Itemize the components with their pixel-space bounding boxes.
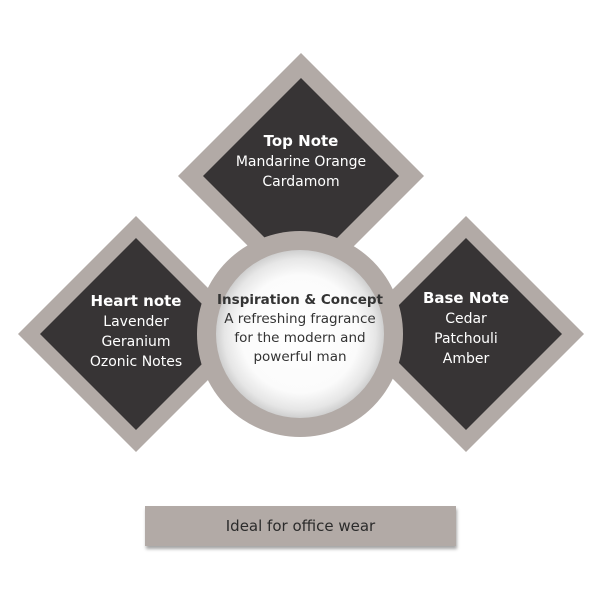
base-note-ingredient: Patchouli <box>434 331 498 347</box>
base-note: Base Note Cedar Patchouli Amber <box>381 287 551 369</box>
heart-note-ingredient: Geranium <box>101 334 171 350</box>
top-note-ingredient: Mandarine Orange <box>235 154 367 170</box>
base-note-diamond <box>348 216 584 452</box>
heart-note-ingredient: Lavender <box>103 314 169 330</box>
concept-description-line: powerful man <box>253 349 347 365</box>
concept-description-line: A refreshing fragrance <box>224 311 376 327</box>
heart-note: Heart note Lavender Geranium Ozonic Note… <box>51 290 221 372</box>
top-note-fill <box>203 78 399 274</box>
top-note-ingredient: Cardamom <box>262 174 340 190</box>
base-note-fill <box>370 238 562 430</box>
base-note-ingredient: Cedar <box>445 311 487 327</box>
ideal-for-label: Ideal for office wear <box>225 517 376 535</box>
top-note: Top Note Mandarine Orange Cardamom <box>216 130 386 192</box>
heart-note-ingredient: Ozonic Notes <box>89 354 183 370</box>
concept-description-line: for the modern and <box>234 330 366 346</box>
inspiration-concept: Inspiration & Concept A refreshing fragr… <box>205 290 395 367</box>
heart-note-diamond <box>18 216 254 452</box>
top-note-title: Top Note <box>263 132 339 150</box>
center-disc <box>216 250 384 418</box>
base-note-title: Base Note <box>422 289 510 307</box>
center-circle <box>197 231 403 437</box>
inspiration-concept-title: Inspiration & Concept <box>217 292 383 308</box>
base-note-ingredient: Amber <box>442 351 490 367</box>
heart-note-fill <box>40 238 232 430</box>
heart-note-title: Heart note <box>90 292 182 310</box>
ideal-for-banner: Ideal for office wear <box>145 506 456 546</box>
top-note-diamond <box>178 53 424 299</box>
